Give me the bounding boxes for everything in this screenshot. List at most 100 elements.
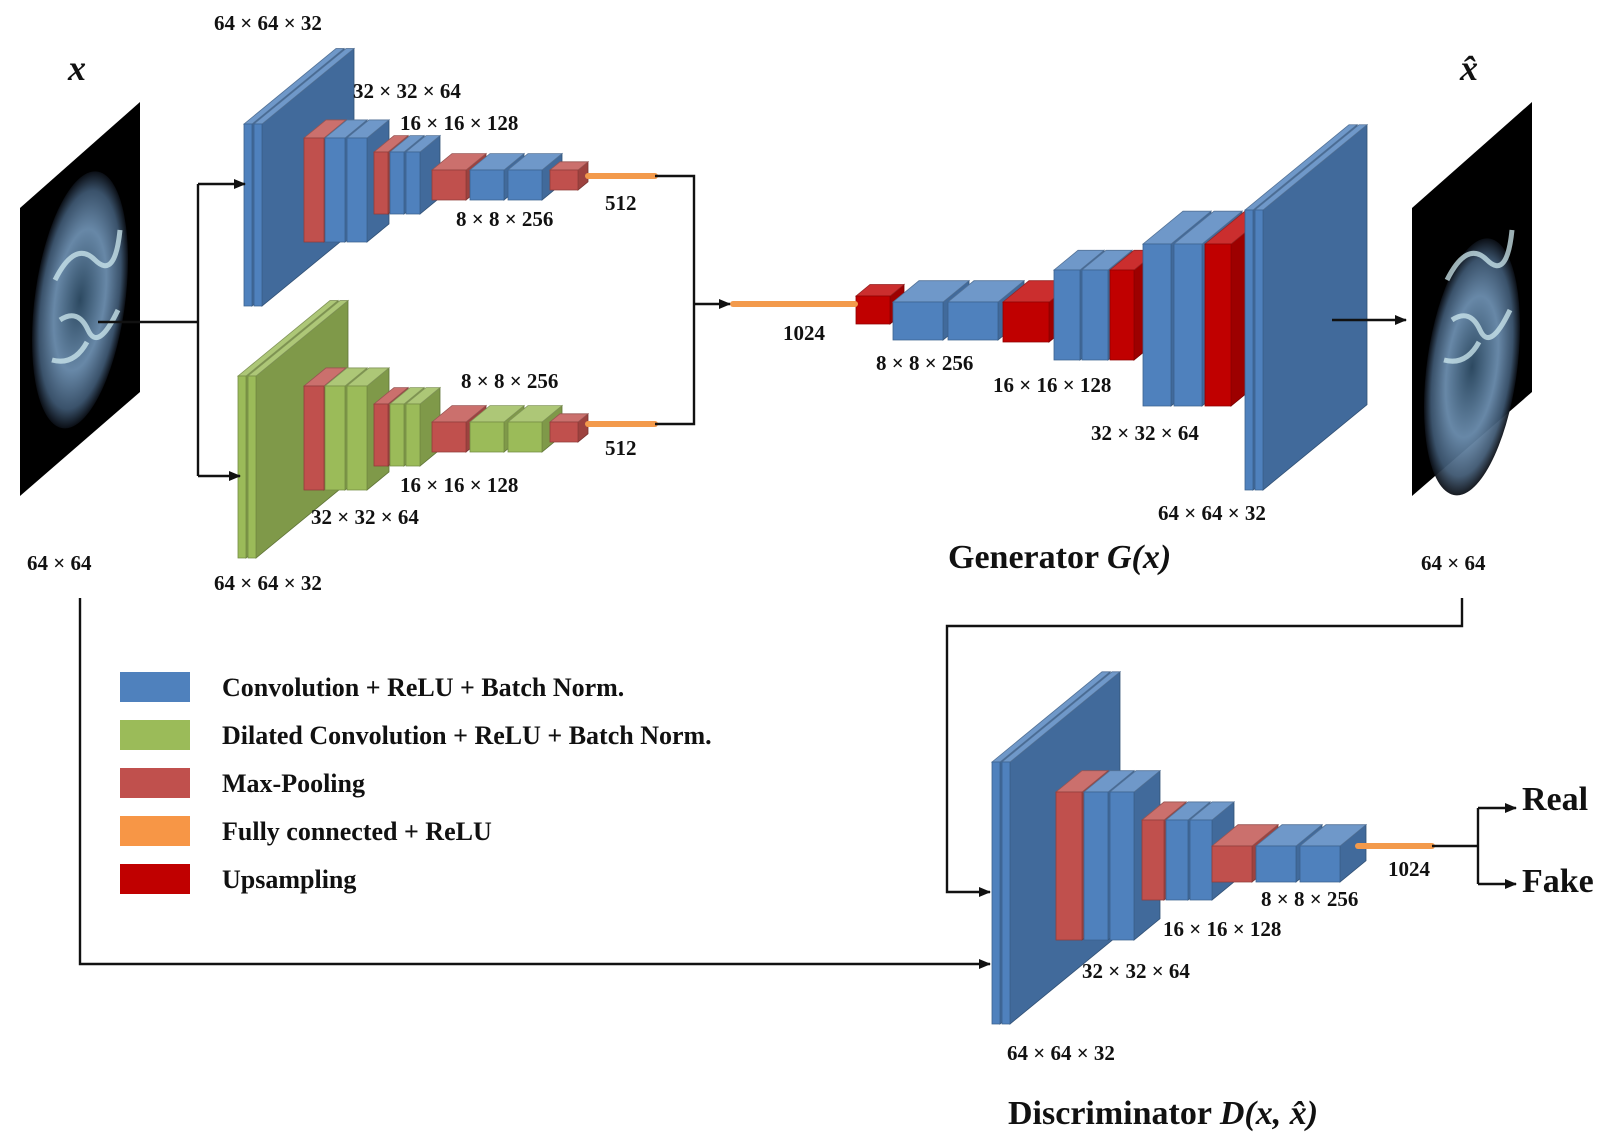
enc-top-conv-32b — [346, 137, 368, 243]
legend-swatch-4 — [120, 864, 190, 894]
input-image — [20, 102, 140, 496]
legend-swatch-2 — [120, 768, 190, 798]
enc-bot-pool-2 — [373, 403, 389, 467]
legend-swatch-3 — [120, 816, 190, 846]
enc-top-pool-3 — [431, 169, 467, 201]
enc-top-conv-64a — [243, 123, 253, 307]
wire-encoder-merge — [655, 174, 696, 426]
dec-conv-8a — [892, 301, 944, 341]
enc-top-conv-16b — [405, 151, 421, 215]
enc-top-pool-1 — [303, 137, 325, 243]
dec-up-2 — [1002, 301, 1050, 343]
disc-pool-2 — [1141, 819, 1165, 901]
disc-label-16: 16 × 16 × 128 — [1163, 917, 1281, 941]
disc-label-1024: 1024 — [1388, 857, 1431, 881]
dec-conv-16b — [1081, 269, 1109, 361]
dec-label-16: 16 × 16 × 128 — [993, 373, 1111, 397]
enc-bot-dconv-16a — [389, 403, 405, 467]
disc-pool-1 — [1055, 791, 1083, 941]
enc-bot-pool-1 — [303, 385, 325, 491]
disc-conv-16b — [1189, 819, 1213, 901]
enc-bot-dconv-32a — [324, 385, 346, 491]
dec-conv-8b — [947, 301, 999, 341]
legend-label-2: Max-Pooling — [222, 769, 365, 798]
dec-label-64: 64 × 64 × 32 — [1158, 501, 1266, 525]
discriminator-branch — [990, 670, 1368, 1025]
enc-top-label-16: 16 × 16 × 128 — [400, 111, 518, 135]
dec-label-1024: 1024 — [783, 321, 826, 345]
enc-bot-pool-3 — [431, 421, 467, 453]
discriminator-title: Discriminator D(x, x̂) — [1008, 1095, 1318, 1132]
enc-top-conv-8a — [469, 169, 505, 201]
enc-top-pool-2 — [373, 151, 389, 215]
output-brain-scan — [1424, 238, 1520, 496]
enc-top-label-512: 512 — [605, 191, 637, 215]
enc-top-pool-4 — [549, 169, 579, 191]
input-size-label: 64 × 64 — [27, 551, 92, 575]
disc-label-8: 8 × 8 × 256 — [1261, 887, 1358, 911]
input-brain-scan — [32, 171, 128, 429]
dec-conv-32b — [1173, 243, 1203, 407]
dec-conv-64a — [1244, 209, 1254, 491]
output-real: Real — [1522, 781, 1588, 818]
dec-label-8: 8 × 8 × 256 — [876, 351, 973, 375]
legend-label-3: Fully connected + ReLU — [222, 817, 492, 846]
enc-top-conv-8b — [507, 169, 543, 201]
legend-swatch-1 — [120, 720, 190, 750]
disc-label-64: 64 × 64 × 32 — [1007, 1041, 1115, 1065]
output-image — [1412, 102, 1532, 496]
enc-bot-label-16: 16 × 16 × 128 — [400, 473, 518, 497]
enc-bot-dconv-64a — [237, 375, 247, 559]
disc-conv-32b — [1109, 791, 1135, 941]
dec-conv-64b-side — [1262, 123, 1368, 491]
legend-label-0: Convolution + ReLU + Batch Norm. — [222, 673, 624, 702]
output-fake: Fake — [1522, 863, 1594, 900]
input-symbol: x — [67, 48, 86, 88]
wire-input-to-discriminator — [78, 598, 991, 969]
legend: Convolution + ReLU + Batch Norm. Dilated … — [120, 672, 712, 894]
enc-bot-dconv-64b — [247, 375, 257, 559]
dec-conv-32a — [1142, 243, 1172, 407]
enc-bot-label-32: 32 × 32 × 64 — [311, 505, 419, 529]
dec-up-3 — [1109, 269, 1135, 361]
enc-bot-pool-4 — [549, 421, 579, 443]
dec-conv-64b — [1254, 209, 1264, 491]
enc-bot-dconv-8a — [469, 421, 505, 453]
dec-up-1 — [855, 295, 891, 325]
wire-output-to-discriminator — [945, 598, 1464, 897]
enc-bot-label-8: 8 × 8 × 256 — [461, 369, 558, 393]
generator-title: Generator G(x) — [948, 539, 1171, 576]
enc-bot-dconv-8b — [507, 421, 543, 453]
dec-label-32: 32 × 32 × 64 — [1091, 421, 1199, 445]
decoder-branch — [854, 123, 1369, 491]
legend-label-4: Upsampling — [222, 865, 356, 894]
output-size-label: 64 × 64 — [1421, 551, 1486, 575]
enc-top-label-32: 32 × 32 × 64 — [353, 79, 461, 103]
encoder-bottom-branch — [236, 299, 590, 559]
enc-top-label-8: 8 × 8 × 256 — [456, 207, 553, 231]
disc-conv-16a — [1165, 819, 1189, 901]
enc-bot-dconv-16b — [405, 403, 421, 467]
disc-conv-64b — [1001, 761, 1011, 1025]
enc-top-conv-16a — [389, 151, 405, 215]
disc-conv-32a — [1083, 791, 1109, 941]
disc-pool-3 — [1211, 845, 1253, 883]
encoder-top-branch — [242, 47, 590, 307]
enc-bot-label-512: 512 — [605, 436, 637, 460]
dec-up-4 — [1204, 243, 1232, 407]
disc-conv-8b — [1299, 845, 1341, 883]
enc-top-label-64: 64 × 64 × 32 — [214, 11, 322, 35]
output-symbol: x̂ — [1459, 48, 1478, 88]
disc-label-32: 32 × 32 × 64 — [1082, 959, 1190, 983]
connection-wires — [78, 174, 1517, 969]
enc-top-conv-32a — [324, 137, 346, 243]
disc-conv-8a — [1255, 845, 1297, 883]
enc-top-conv-64b — [253, 123, 263, 307]
enc-bot-label-64: 64 × 64 × 32 — [214, 571, 322, 595]
enc-bot-dconv-32b — [346, 385, 368, 491]
legend-swatch-0 — [120, 672, 190, 702]
disc-conv-64a — [991, 761, 1001, 1025]
legend-label-1: Dilated Convolution + ReLU + Batch Norm. — [222, 721, 712, 750]
dec-conv-16a — [1053, 269, 1081, 361]
